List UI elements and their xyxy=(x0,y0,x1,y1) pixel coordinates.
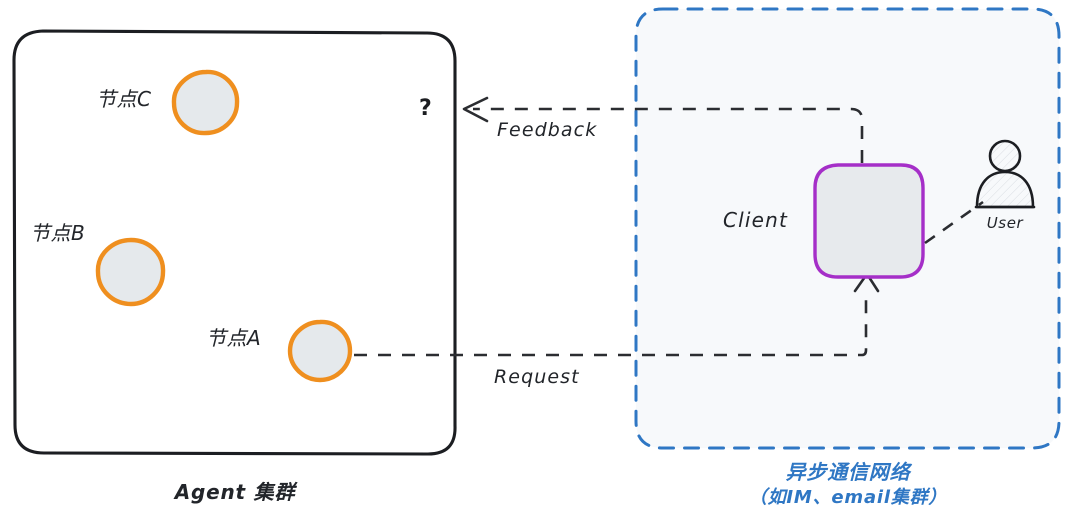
node-b-label: 节点B xyxy=(30,221,86,245)
unknown-marker: ? xyxy=(419,96,433,121)
edge-client-user xyxy=(924,200,984,245)
client-label: Client xyxy=(723,208,789,232)
network-title-line1: 异步通信网络 xyxy=(785,460,911,484)
node-a-label: 节点A xyxy=(206,326,262,350)
edge-feedback xyxy=(462,96,864,163)
user-label: User xyxy=(986,214,1024,232)
edge-request-label: Request xyxy=(494,366,580,388)
network-title: 异步通信网络 （如IM、email集群） xyxy=(748,460,948,508)
client-box xyxy=(813,163,925,279)
node-b-circle xyxy=(95,237,166,307)
network-title-line2: （如IM、email集群） xyxy=(748,486,948,508)
edge-feedback-label: Feedback xyxy=(497,119,598,141)
user-avatar-icon xyxy=(974,139,1036,209)
node-c-circle xyxy=(171,69,240,136)
agent-cluster-title: Agent 集群 xyxy=(174,480,296,504)
node-a-circle xyxy=(287,319,353,383)
node-c-label: 节点C xyxy=(96,87,152,111)
